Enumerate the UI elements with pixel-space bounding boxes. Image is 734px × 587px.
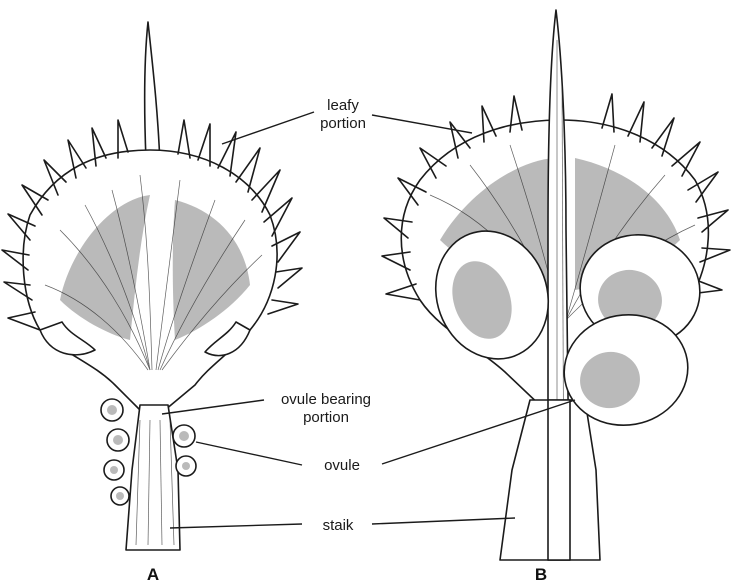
leader-ovule-a bbox=[196, 442, 302, 465]
label-leafy-portion: portion bbox=[320, 115, 366, 132]
leader-stalk-b bbox=[372, 518, 515, 524]
leader-leafy-b bbox=[372, 115, 472, 133]
leader-leafy-a bbox=[222, 112, 314, 144]
specimen-a bbox=[2, 22, 302, 550]
label-ovule-bearing-portion: portion bbox=[303, 409, 349, 426]
label-stalk: staik bbox=[323, 517, 354, 534]
label-leafy: leafy bbox=[327, 97, 359, 114]
specimen-b bbox=[382, 10, 730, 560]
label-ovule-bearing: ovule bearing bbox=[281, 391, 371, 408]
caption-a: A bbox=[147, 565, 159, 584]
caption-b: B bbox=[535, 565, 547, 584]
leader-ovule-bearing bbox=[162, 400, 264, 414]
label-ovule: ovule bbox=[324, 457, 360, 474]
leader-stalk-a bbox=[170, 524, 302, 528]
